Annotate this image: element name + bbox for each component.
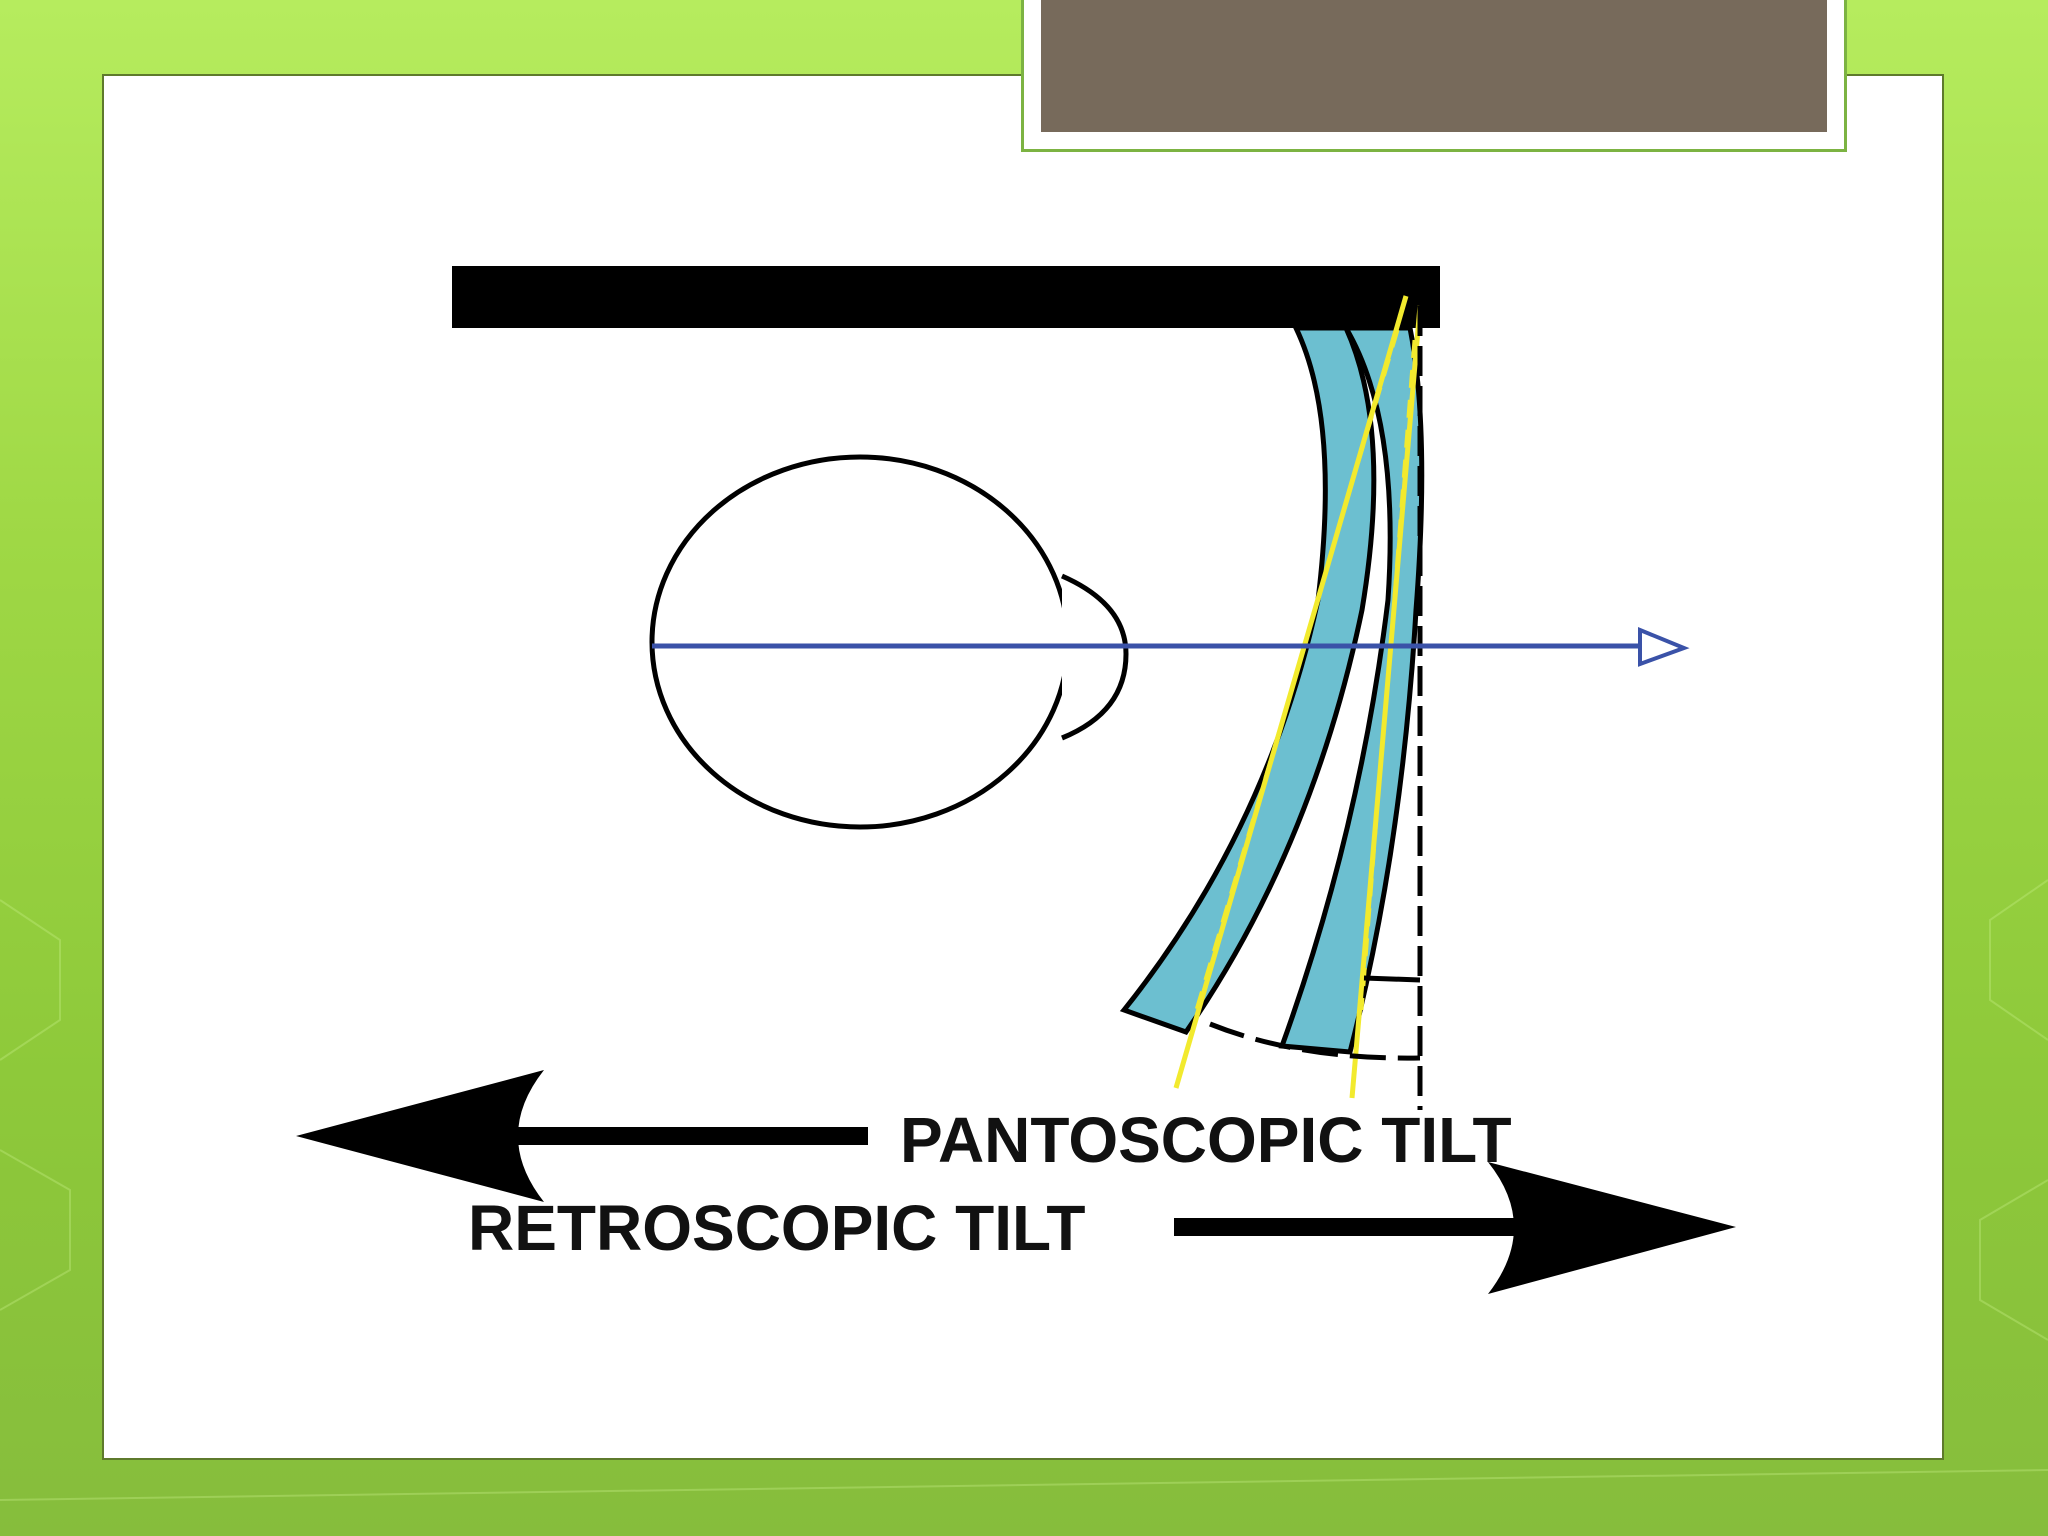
title-placeholder-fill: [1041, 0, 1827, 132]
pantoscopic-arrow-head: [296, 1070, 544, 1202]
retroscopic-arrow-shaft: [1174, 1218, 1554, 1236]
cornea: [1060, 573, 1129, 741]
frame-bar: [452, 266, 1440, 328]
angle-arc-large: [1209, 1021, 1421, 1061]
title-placeholder-box: [1021, 0, 1847, 152]
pantoscopic-arrow-shaft: [486, 1127, 868, 1145]
tilted-lens-pantoscopic: [1119, 325, 1377, 1035]
eyeball: [649, 454, 1071, 830]
retroscopic-arrow-head: [1488, 1162, 1736, 1294]
angle-arc-small: [1363, 975, 1421, 983]
lens-axis-guide-2-dash: [1360, 339, 1416, 1011]
pantoscopic-tilt-label: PANTOSCOPIC TILT: [900, 1104, 1512, 1176]
retroscopic-tilt-label: RETROSCOPIC TILT: [468, 1192, 1085, 1264]
visual-axis-arrowhead: [1638, 627, 1690, 667]
